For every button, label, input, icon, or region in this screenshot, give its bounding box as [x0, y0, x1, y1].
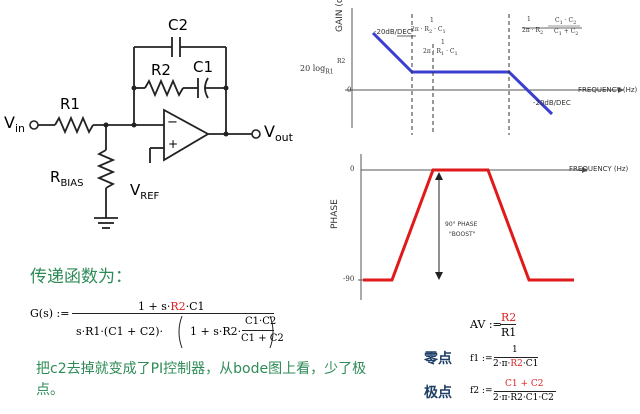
gain-level-ratio: R2 — [337, 58, 346, 65]
r2-resistor — [144, 78, 184, 98]
vout-terminal — [251, 129, 261, 139]
rbias-resistor — [96, 149, 116, 189]
gain-zero-tick: 0 — [347, 86, 352, 94]
inverting-input-sign: − — [167, 115, 178, 130]
junction-dot — [103, 122, 109, 128]
f2-num: C1 + C2 — [505, 379, 544, 389]
gain-level-label: 20 logR1 — [300, 64, 334, 76]
f1-alt-num: 1 — [441, 39, 445, 46]
f1-lhs: f1 := — [470, 354, 493, 364]
transfer-denominator-inner: 1 + s·R2· — [190, 325, 242, 338]
phase-x-arrow — [582, 167, 588, 173]
junction-dot — [131, 85, 137, 91]
av-den: R1 — [501, 326, 517, 339]
gain-curve — [371, 31, 554, 116]
phase-y-label: PHASE — [330, 199, 340, 229]
av-bar — [500, 324, 516, 325]
rbias-label: RBIAS — [50, 168, 84, 189]
gain-bode-plot — [345, 8, 624, 135]
vout-label: Vout — [264, 122, 293, 145]
op-amp-triangle — [163, 108, 210, 162]
vin-terminal — [29, 120, 39, 130]
f1-top-den: 2π · R2 · C1 — [411, 26, 446, 36]
noninverting-input-sign: + — [168, 137, 179, 151]
transfer-fraction-bar — [72, 313, 274, 314]
transfer-function-title: 传递函数为： — [30, 267, 132, 287]
f2-num: 1 — [527, 16, 531, 23]
r2-label: R2 — [151, 61, 171, 79]
phase-x-label: FREQUENCY (Hz) — [569, 165, 629, 173]
gain-x-arrow — [618, 87, 624, 93]
boost-label-2: "BOOST" — [449, 231, 476, 238]
f2-den: 2π · R2 — [522, 27, 544, 37]
boost-label-1: 90° PHASE — [445, 221, 478, 228]
f1-num: 1 — [512, 345, 518, 355]
junction-dot — [131, 122, 137, 128]
f1-top-num: 1 — [430, 17, 434, 24]
f2-lhs: f2 := — [470, 386, 493, 396]
av-lhs: AV := — [470, 318, 502, 331]
f1-den: 2·π·R2·C1 — [493, 359, 539, 369]
junction-dot — [223, 85, 229, 91]
f1-bar — [494, 357, 538, 358]
vref-label: VREF — [130, 181, 160, 202]
r1-resistor — [54, 115, 94, 135]
junction-dot — [223, 131, 229, 137]
transfer-parentheses — [178, 315, 274, 349]
f2-den: 2·π·R2·C1·C2 — [493, 393, 554, 403]
zero-label: 零点 — [424, 351, 452, 367]
explanation-note: 把c2去掉就变成了PI控制器，从bode图上看，少了极点。 — [36, 361, 367, 398]
gain-x-label: FREQUENCY (Hz) — [578, 86, 638, 94]
op-amp-circuit — [29, 37, 261, 229]
r1-label: R1 — [60, 95, 80, 113]
transfer-numerator: 1 + s·R2·C1 — [138, 300, 205, 313]
slope-right-label: -20dB/DEC — [533, 99, 571, 107]
transfer-denominator-prefix: s·R1·(C1 + C2)· — [76, 325, 164, 338]
phase-bode-plot — [358, 154, 588, 300]
phase-tick-90-label: -90 — [343, 275, 355, 283]
f2-bar — [494, 391, 556, 392]
boost-arrow-down — [435, 272, 443, 280]
transfer-inner-num: C1·C2 — [245, 316, 277, 327]
boost-arrow-up — [435, 172, 443, 180]
transfer-inner-den: C1 + C2 — [241, 333, 284, 344]
gain-y-label: GAIN (dB) — [335, 0, 345, 32]
c2-label: C2 — [168, 16, 189, 34]
av-num: R2 — [501, 311, 517, 324]
slope-left-label: -20dB/DEC — [374, 28, 412, 36]
phase-curve — [363, 168, 574, 282]
transfer-lhs: G(s) := — [30, 307, 70, 320]
f1-alt-den: 2π · R1 · C1 — [423, 48, 458, 58]
transfer-inner-bar — [242, 330, 274, 331]
phase-tick-0-label: 0 — [350, 165, 355, 173]
c1-label: C1 — [193, 58, 214, 76]
f2-ratio-num: C1 · C2 — [555, 17, 577, 27]
vin-label: Vin — [4, 113, 25, 136]
pole-label: 极点 — [424, 385, 452, 401]
f2-ratio-den: C1 + C2 — [554, 28, 579, 38]
